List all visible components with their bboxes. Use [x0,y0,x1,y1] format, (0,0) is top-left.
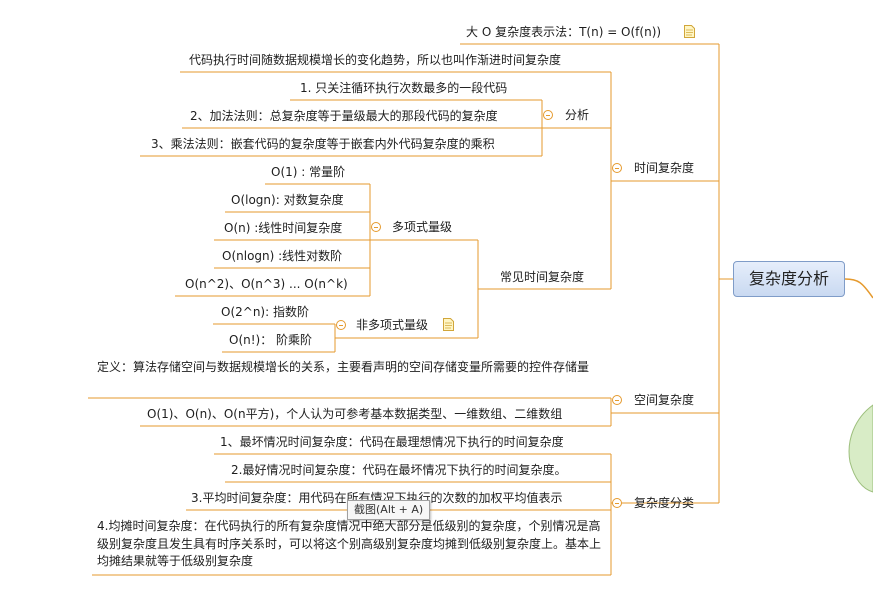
class-best-case[interactable]: 2.最好情况时间复杂度：代码在最坏情况下执行的时间复杂度。 [231,463,567,477]
analysis-rule-3[interactable]: 3、乘法法则：嵌套代码的复杂度等于嵌套内外代码复杂度的乘积 [151,137,495,151]
collapse-icon[interactable] [612,163,622,173]
complexity-classes-topic[interactable]: 复杂度分类 [634,496,695,510]
analysis-rule-1[interactable]: 1. 只关注循环执行次数最多的一段代码 [300,81,508,95]
poly-item-constant[interactable]: O(1) : 常量阶 [271,165,346,179]
collapse-icon[interactable] [543,110,553,120]
class-average-case[interactable]: 3.平均时间复杂度：用代码在所有情况下执行的次数的加权平均值表示 [191,491,563,505]
non-polynomial-topic[interactable]: 非多项式量级 [356,318,429,332]
nonpoly-item-exponential[interactable]: O(2^n): 指数阶 [221,305,309,319]
polynomial-topic[interactable]: 多项式量级 [392,220,453,234]
collapse-icon[interactable] [371,222,381,232]
collapse-icon[interactable] [612,498,622,508]
time-complexity-topic[interactable]: 时间复杂度 [634,161,695,175]
poly-item-log[interactable]: O(logn): 对数复杂度 [231,193,344,207]
class-amortized[interactable]: 4.均摊时间复杂度：在代码执行的所有复杂度情况中绝大部分是低级别的复杂度，个别情… [97,519,602,568]
space-complexity-topic[interactable]: 空间复杂度 [634,393,695,407]
class-worst-case[interactable]: 1、最坏情况时间复杂度：代码在最理想情况下执行的时间复杂度 [220,435,564,449]
analysis-topic[interactable]: 分析 [565,108,590,122]
nonpoly-item-factorial[interactable]: O(n!)： 阶乘阶 [229,333,313,347]
big-o-notation-topic[interactable]: 大 O 复杂度表示法：T(n) = O(f(n)) [466,25,662,39]
analysis-rule-2[interactable]: 2、加法法则：总复杂度等于量级最大的那段代码的复杂度 [190,109,498,123]
collapse-icon[interactable] [336,320,346,330]
note-icon[interactable] [684,25,695,38]
note-icon[interactable] [443,318,454,331]
floating-topic-bubble[interactable] [848,404,873,493]
collapse-icon[interactable] [612,395,622,405]
common-time-complexity-topic[interactable]: 常见时间复杂度 [500,270,585,284]
root-topic[interactable]: 复杂度分析 [733,261,845,297]
screenshot-tooltip: 截图(Alt + A) [347,500,431,520]
poly-item-power[interactable]: O(n^2)、O(n^3) ... O(n^k) [185,277,348,291]
poly-item-nlogn[interactable]: O(nlogn) :线性对数阶 [222,249,343,263]
space-complexity-definition[interactable]: 定义：算法存储空间与数据规模增长的关系，主要看声明的空间存储变量所需要的控件存储… [97,360,590,374]
poly-item-linear[interactable]: O(n) :线性时间复杂度 [224,221,343,235]
time-complexity-description[interactable]: 代码执行时间随数据规模增长的变化趋势，所以也叫作渐进时间复杂度 [189,53,562,67]
space-complexity-examples[interactable]: O(1)、O(n)、O(n平方)，个人认为可参考基本数据类型、一维数组、二维数组 [147,407,563,421]
